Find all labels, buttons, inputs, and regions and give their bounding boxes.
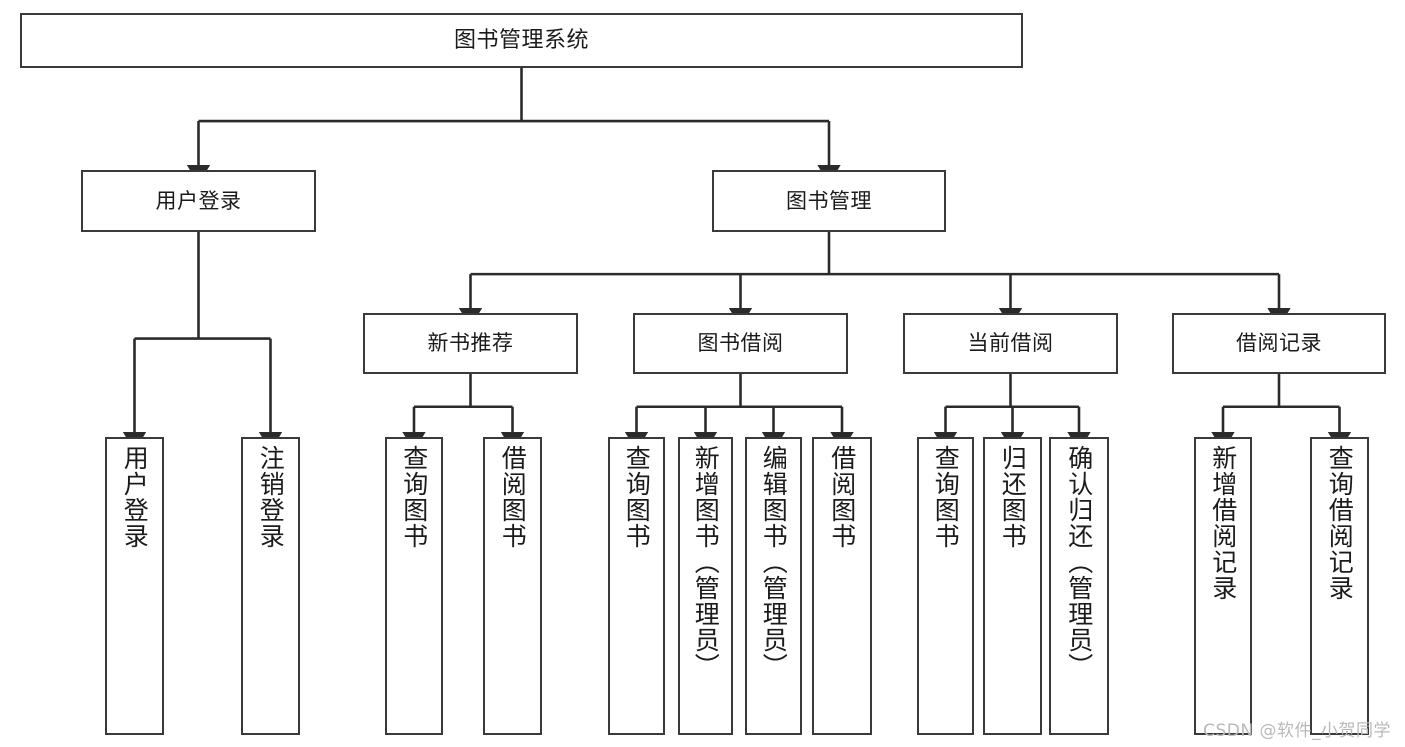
node-root-system[interactable]: 图书管理系统 bbox=[20, 13, 1023, 68]
node-label: 查询图书 bbox=[931, 445, 961, 549]
node-leaf-edit-book[interactable]: 编辑图书（管理员） bbox=[745, 437, 802, 735]
node-book-manage[interactable]: 图书管理 bbox=[712, 170, 946, 232]
node-label: 图书管理系统 bbox=[453, 27, 589, 53]
watermark-label: CSDN @软件_小贺同学 bbox=[1203, 721, 1391, 741]
node-label: 查询图书 bbox=[622, 445, 652, 549]
node-label: 新增图书（管理员） bbox=[691, 445, 721, 679]
node-leaf-query-book-1[interactable]: 查询图书 bbox=[385, 437, 443, 735]
node-new-book-rec[interactable]: 新书推荐 bbox=[363, 313, 578, 374]
node-leaf-query-record[interactable]: 查询借阅记录 bbox=[1310, 437, 1369, 735]
node-label: 借阅图书 bbox=[827, 445, 857, 549]
node-borrow-record[interactable]: 借阅记录 bbox=[1172, 313, 1386, 374]
node-leaf-user-login[interactable]: 用户登录 bbox=[105, 437, 164, 735]
node-book-borrow[interactable]: 图书借阅 bbox=[633, 313, 848, 374]
node-leaf-query-book-3[interactable]: 查询图书 bbox=[917, 437, 974, 735]
node-label: 新书推荐 bbox=[427, 331, 514, 356]
node-label: 编辑图书（管理员） bbox=[759, 445, 789, 679]
node-label: 图书管理 bbox=[786, 188, 872, 213]
node-leaf-borrow-book-2[interactable]: 借阅图书 bbox=[812, 437, 872, 735]
node-user-login[interactable]: 用户登录 bbox=[81, 170, 316, 232]
node-leaf-borrow-book-1[interactable]: 借阅图书 bbox=[483, 437, 542, 735]
node-label: 注销登录 bbox=[256, 445, 286, 549]
node-leaf-logout[interactable]: 注销登录 bbox=[241, 437, 300, 735]
node-leaf-add-record[interactable]: 新增借阅记录 bbox=[1194, 437, 1252, 735]
node-leaf-return-book[interactable]: 归还图书 bbox=[983, 437, 1042, 735]
node-label: 确认归还（管理员） bbox=[1064, 445, 1094, 679]
node-label: 用户登录 bbox=[155, 188, 242, 213]
node-label: 归还图书 bbox=[998, 445, 1028, 549]
node-leaf-query-book-2[interactable]: 查询图书 bbox=[608, 437, 665, 735]
node-leaf-add-book[interactable]: 新增图书（管理员） bbox=[678, 437, 733, 735]
node-label: 查询借阅记录 bbox=[1325, 445, 1355, 601]
node-label: 用户登录 bbox=[120, 445, 150, 549]
node-label: 当前借阅 bbox=[967, 331, 1054, 356]
node-label: 新增借阅记录 bbox=[1208, 445, 1238, 601]
node-leaf-confirm-return[interactable]: 确认归还（管理员） bbox=[1049, 437, 1109, 735]
node-label: 查询图书 bbox=[399, 445, 429, 549]
node-label: 图书借阅 bbox=[697, 331, 784, 356]
node-label: 借阅记录 bbox=[1236, 331, 1322, 356]
node-label: 借阅图书 bbox=[498, 445, 528, 549]
node-current-borrow[interactable]: 当前借阅 bbox=[903, 313, 1118, 374]
